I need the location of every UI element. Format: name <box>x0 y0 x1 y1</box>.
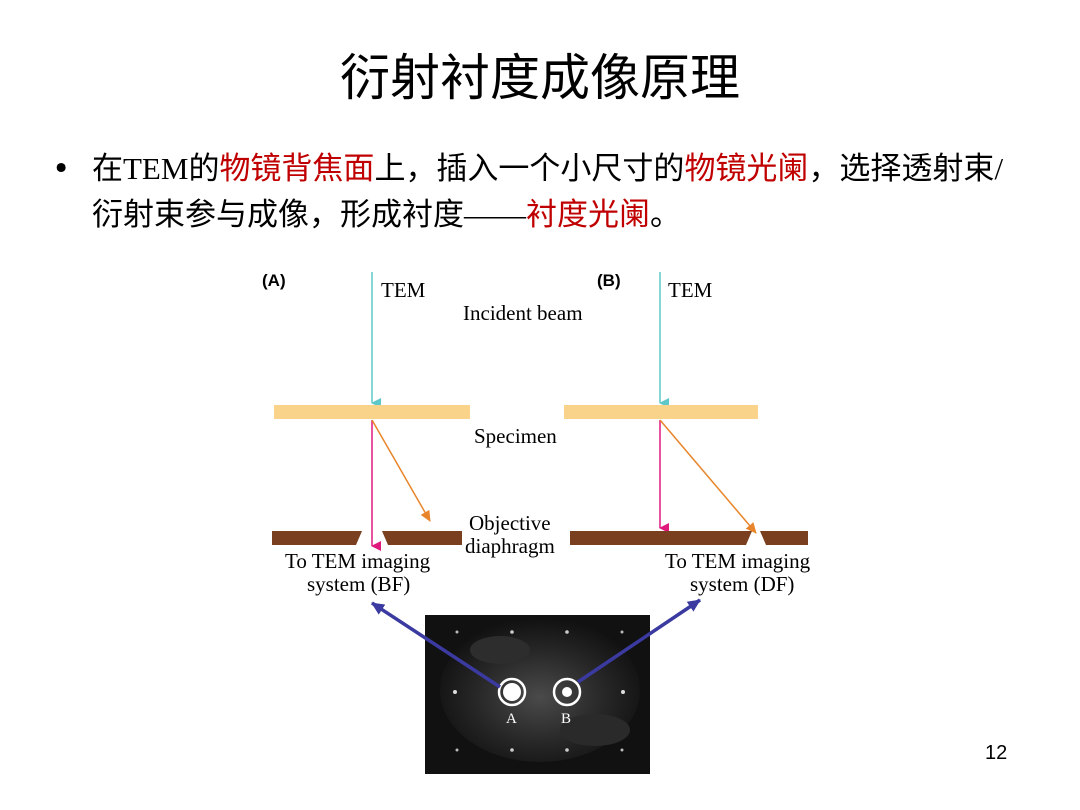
bullet-part-tem: TEM <box>123 151 189 186</box>
bullet-point: • 在TEM的物镜背焦面上，插入一个小尺寸的物镜光阑，选择透射束/ 衍射束参与成像… <box>52 146 1012 238</box>
diffraction-spot <box>565 748 569 752</box>
bullet-marker: • <box>52 151 71 187</box>
diffraction-pattern-image: A B <box>425 615 650 774</box>
bullet-part: 的 <box>188 151 220 187</box>
panel-a-label: (A) <box>262 271 286 290</box>
objective-label-line1: Objective <box>469 511 551 535</box>
bullet-part-slash: / <box>994 151 1004 186</box>
df-pointer-arrow <box>577 598 701 684</box>
spot-b-label: B <box>561 711 571 727</box>
diffracted-beam-b <box>659 419 757 534</box>
bullet-part: 在 <box>92 151 123 187</box>
df-label-line2: system (DF) <box>690 572 794 596</box>
tem-label-b: TEM <box>668 278 713 302</box>
diffraction-spot <box>510 748 514 752</box>
panel-b-label: (B) <box>597 271 621 290</box>
spot-a-ring <box>497 677 527 707</box>
diffraction-spot <box>565 630 569 634</box>
diffraction-spot <box>620 748 624 752</box>
df-label-line1: To TEM imaging <box>665 549 811 573</box>
bullet-part: 上，插入一个小尺寸的 <box>374 151 685 187</box>
specimen-a <box>274 405 470 419</box>
spot-a-label: A <box>506 711 517 727</box>
spot-b-ring <box>552 677 582 707</box>
diffraction-spot <box>510 630 514 634</box>
diffraction-spot <box>620 630 624 634</box>
diffraction-spot <box>455 748 459 752</box>
bullet-text: 在TEM的物镜背焦面上，插入一个小尺寸的物镜光阑，选择透射束/ 衍射束参与成像，形… <box>92 146 1012 238</box>
diffraction-spot <box>621 690 625 694</box>
diaphragm-b-right <box>760 531 808 545</box>
diffraction-spot <box>455 630 459 634</box>
bullet-part: ，选择透射束 <box>808 151 995 187</box>
slide-title: 衍射衬度成像原理 <box>340 49 740 107</box>
diaphragm-a-left <box>272 531 362 545</box>
bf-pointer-arrow <box>371 601 501 689</box>
bf-label-line1: To TEM imaging <box>285 549 431 573</box>
diffraction-spot <box>453 690 457 694</box>
diffracted-beam-a <box>371 419 431 522</box>
tem-label-a: TEM <box>381 278 426 302</box>
bullet-part: 衍射束参与成像，形成衬度 <box>92 197 464 233</box>
objective-label-line2: diaphragm <box>465 534 555 558</box>
specimen-b <box>564 405 758 419</box>
highlight-contrast-aperture: 衬度光阑 <box>526 197 650 233</box>
bullet-part-dash: —— <box>464 197 526 232</box>
spot-a-glow <box>503 683 521 701</box>
bf-label-line2: system (BF) <box>307 572 410 596</box>
diaphragm-a-right <box>382 531 462 545</box>
incident-beam-label: Incident beam <box>463 301 583 325</box>
specimen-label: Specimen <box>474 424 557 448</box>
page-number: 12 <box>985 742 1008 764</box>
highlight-back-focal-plane: 物镜背焦面 <box>219 151 375 187</box>
spot-b-glow <box>562 687 572 697</box>
bullet-part: 。 <box>650 197 681 233</box>
highlight-objective-aperture: 物镜光阑 <box>684 151 809 187</box>
diaphragm-b-left <box>570 531 752 545</box>
